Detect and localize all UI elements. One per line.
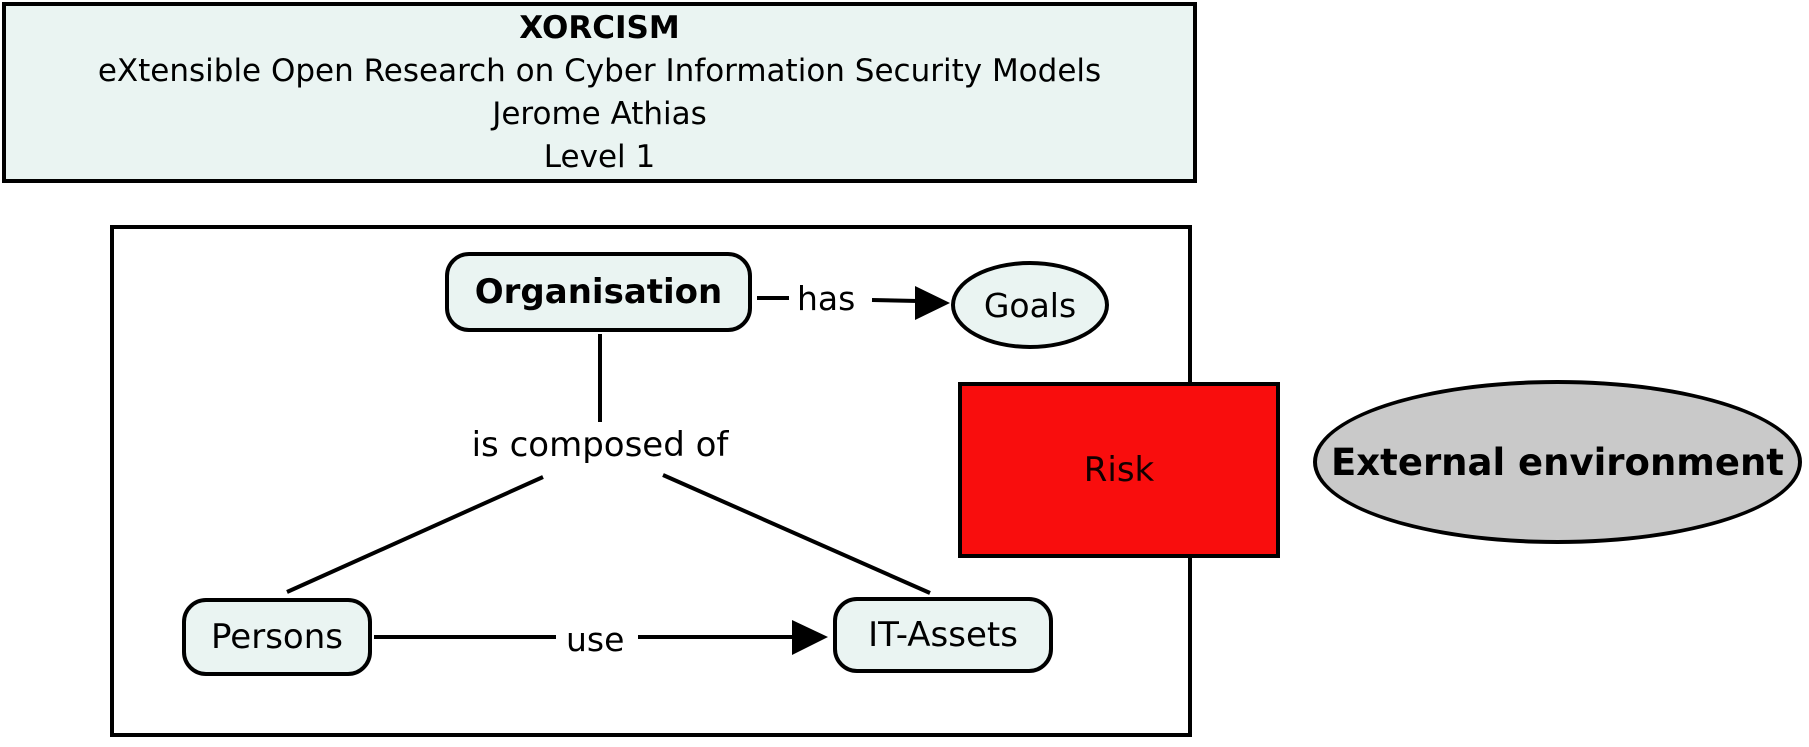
diagram-author: Jerome Athias (492, 95, 707, 132)
node-persons-label: Persons (211, 617, 343, 657)
node-persons: Persons (182, 598, 372, 676)
node-external-environment: External environment (1313, 380, 1802, 544)
node-risk-label: Risk (1083, 450, 1155, 490)
diagram-level: Level 1 (543, 138, 656, 175)
edge-label-use: use (566, 620, 625, 659)
node-external-environment-label: External environment (1331, 440, 1784, 484)
node-goals-label: Goals (983, 285, 1077, 325)
node-it-assets-label: IT-Assets (868, 615, 1018, 655)
diagram-title: XORCISM (519, 9, 680, 46)
node-risk: Risk (958, 382, 1280, 558)
node-goals: Goals (951, 261, 1109, 349)
node-it-assets: IT-Assets (833, 597, 1053, 673)
node-organisation: Organisation (445, 252, 752, 332)
diagram-subtitle: eXtensible Open Research on Cyber Inform… (97, 52, 1102, 89)
title-box: XORCISM eXtensible Open Research on Cybe… (2, 2, 1197, 183)
edge-label-is-composed-of: is composed of (471, 425, 729, 465)
edge-label-has: has (797, 279, 856, 318)
node-organisation-label: Organisation (474, 272, 723, 312)
